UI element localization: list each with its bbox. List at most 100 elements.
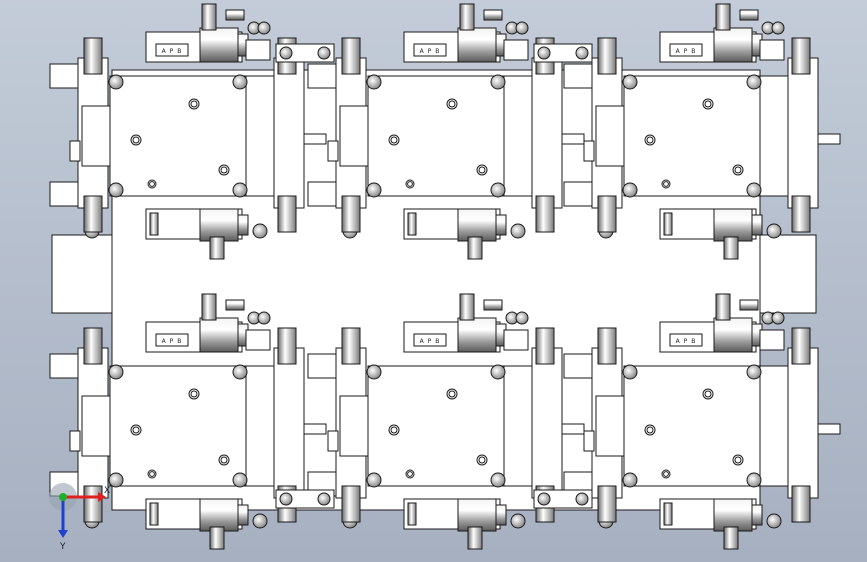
fitting	[49, 181, 79, 207]
valve-port-label: A P B	[162, 338, 183, 345]
coil-nut	[495, 504, 507, 526]
bolt-head	[108, 472, 124, 488]
x-arrow-head	[98, 492, 106, 502]
solenoid-coil	[199, 498, 239, 532]
connector-plug	[715, 3, 731, 31]
solenoid-coil	[713, 317, 753, 353]
connector-plug	[723, 526, 739, 550]
side-bar	[273, 347, 305, 499]
fitting	[563, 63, 593, 89]
port-hole	[405, 179, 415, 189]
bolt-head	[622, 472, 638, 488]
valve-module: A P B	[49, 3, 327, 260]
fitting	[307, 63, 337, 89]
fitting	[49, 353, 79, 379]
valve-module: A P B	[307, 293, 585, 550]
side-bar	[787, 347, 819, 499]
coupling-nut	[537, 492, 551, 506]
cylinder	[791, 37, 811, 75]
cylinder	[535, 327, 555, 365]
block-face	[81, 105, 111, 167]
cylinder	[791, 485, 811, 523]
port-hole	[732, 454, 744, 466]
coupling	[275, 489, 335, 509]
bolt-head	[366, 472, 382, 488]
connector-plug	[209, 526, 225, 550]
x-axis-label: X	[104, 486, 110, 496]
bolt-head	[746, 472, 762, 488]
valve-module: A P B	[563, 3, 841, 260]
manifold-block	[367, 75, 505, 197]
solenoid-coil	[199, 208, 239, 242]
port-hole	[644, 424, 656, 436]
cylinder	[341, 195, 361, 233]
bolt-head	[108, 182, 124, 198]
manifold-block	[623, 75, 761, 197]
bolt-head	[622, 364, 638, 380]
solenoid-coil	[457, 27, 497, 63]
fitting	[503, 39, 529, 61]
fitting	[563, 181, 593, 207]
bolt-head	[232, 74, 248, 90]
port-hole	[130, 424, 142, 436]
cable-gland	[225, 9, 245, 21]
valve-port-label: A P B	[420, 48, 441, 55]
bolt-head	[771, 311, 785, 325]
bolt-head	[252, 223, 268, 239]
z-axis-dot	[59, 493, 67, 501]
port-hole	[446, 98, 458, 110]
cable-gland	[483, 9, 503, 21]
cylinder	[597, 485, 617, 523]
fitting	[69, 430, 81, 452]
bolt-head	[257, 311, 271, 325]
cylinder	[277, 195, 297, 233]
coupling-nut	[279, 492, 293, 506]
side-bar	[531, 57, 563, 209]
connector-plug	[201, 3, 217, 31]
lower-valve	[84, 498, 268, 550]
lower-valve	[342, 498, 526, 550]
coil-nut	[751, 214, 763, 236]
cylinder	[791, 195, 811, 233]
label-plate	[669, 333, 703, 347]
bolt-head	[766, 513, 782, 529]
valve-port-label: A P B	[676, 338, 697, 345]
solenoid-coil	[457, 208, 497, 242]
solenoid-valve: A P B	[145, 3, 271, 63]
bolt-head	[515, 311, 529, 325]
cylinder	[341, 37, 361, 75]
label-plate	[669, 43, 703, 57]
cable-gland	[739, 299, 759, 311]
port-hole	[218, 454, 230, 466]
connector-plug	[459, 3, 475, 31]
bolt-head	[232, 472, 248, 488]
fitting	[307, 353, 337, 379]
port-hole	[446, 388, 458, 400]
bolt-head	[746, 74, 762, 90]
fitting	[245, 329, 271, 351]
bolt-head	[490, 74, 506, 90]
port-hole	[218, 164, 230, 176]
coil-nut	[495, 214, 507, 236]
cylinder	[277, 327, 297, 365]
port-hole	[147, 469, 157, 479]
coil-nut	[237, 504, 249, 526]
coupling-nut	[537, 46, 551, 60]
solenoid-coil	[199, 27, 239, 63]
bolt-head	[257, 21, 271, 35]
cylinder	[341, 327, 361, 365]
cylinder	[597, 327, 617, 365]
valve-port-label: A P B	[162, 48, 183, 55]
cylinder	[341, 485, 361, 523]
bolt-head	[108, 74, 124, 90]
bolt-head	[490, 364, 506, 380]
bolt-head	[366, 74, 382, 90]
port-hole	[130, 134, 142, 146]
bolt-head	[366, 364, 382, 380]
fitting	[327, 430, 339, 452]
port-hole	[661, 469, 671, 479]
port-hole	[188, 98, 200, 110]
bolt-head	[766, 223, 782, 239]
solenoid-valve: A P B	[145, 293, 271, 353]
